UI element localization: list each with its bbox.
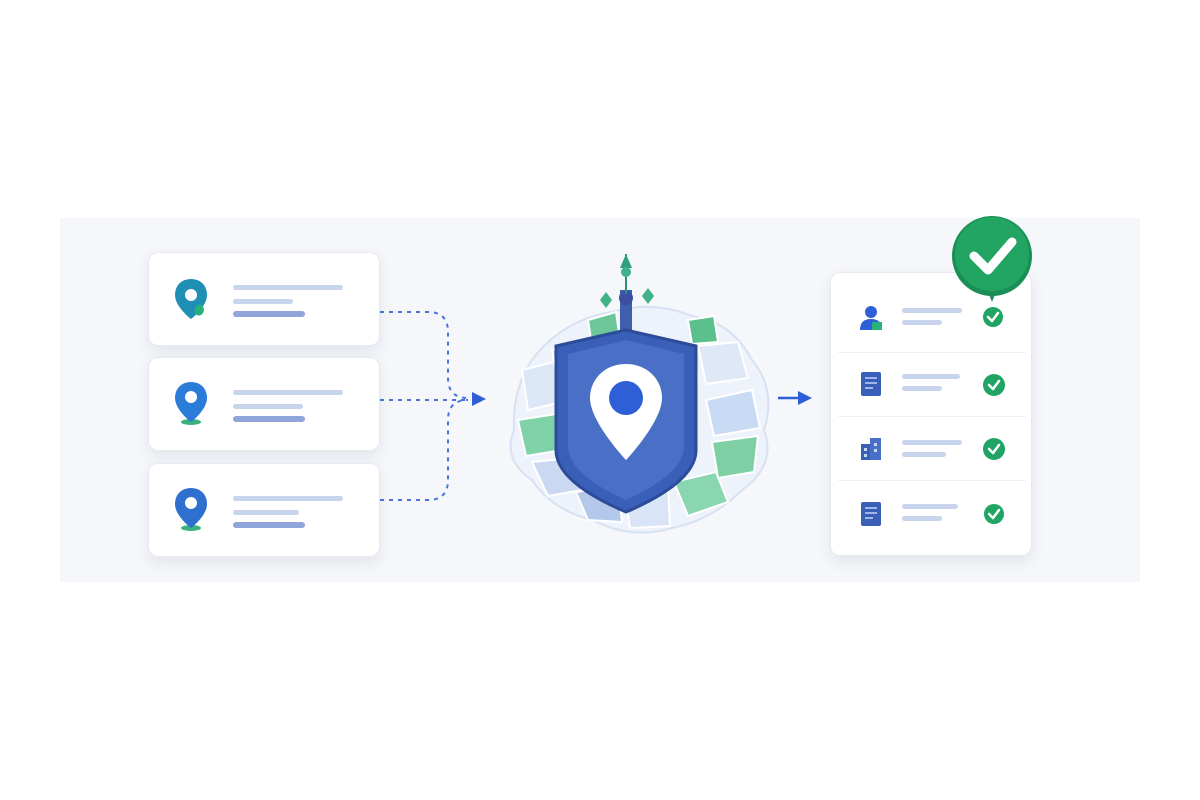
verified-check-badge-icon bbox=[952, 216, 1032, 302]
tower-icon bbox=[600, 254, 654, 340]
text-line-placeholder bbox=[902, 320, 942, 325]
row-divider bbox=[838, 480, 1026, 481]
check-icon bbox=[983, 307, 1003, 327]
text-line-placeholder bbox=[233, 496, 343, 501]
text-line-placeholder bbox=[233, 311, 305, 317]
document-icon bbox=[861, 372, 881, 396]
location-pin-icon bbox=[175, 488, 207, 531]
arrow-right-icon bbox=[798, 391, 812, 405]
text-line-placeholder bbox=[233, 416, 305, 422]
row-divider bbox=[838, 352, 1026, 353]
location-pin-icon bbox=[175, 382, 207, 425]
user-icon bbox=[860, 306, 882, 330]
text-line-placeholder bbox=[902, 516, 942, 521]
row-divider bbox=[838, 416, 1026, 417]
text-line-placeholder bbox=[902, 504, 958, 509]
text-line-placeholder bbox=[233, 390, 343, 395]
text-line-placeholder bbox=[902, 374, 960, 379]
input-card-2 bbox=[148, 357, 380, 451]
pin-dot bbox=[609, 381, 643, 415]
dashed-connector bbox=[380, 399, 469, 501]
shield-location-pin-icon bbox=[509, 254, 770, 534]
input-card-3 bbox=[148, 463, 380, 557]
text-line-placeholder bbox=[233, 285, 343, 290]
text-line-placeholder bbox=[902, 386, 942, 391]
text-line-placeholder bbox=[233, 510, 299, 515]
text-line-placeholder bbox=[902, 440, 962, 445]
building-icon bbox=[861, 438, 881, 460]
text-line-placeholder bbox=[902, 452, 946, 457]
text-line-placeholder bbox=[233, 522, 305, 528]
document-icon bbox=[861, 502, 881, 526]
text-line-placeholder bbox=[233, 404, 303, 409]
check-icon bbox=[983, 374, 1005, 396]
input-card-1 bbox=[148, 252, 380, 346]
check-icon bbox=[984, 504, 1004, 524]
text-line-placeholder bbox=[233, 299, 293, 304]
check-icon bbox=[983, 438, 1005, 460]
map-tiles bbox=[516, 310, 762, 530]
text-line-placeholder bbox=[902, 308, 962, 313]
location-pin-icon bbox=[175, 279, 207, 319]
arrow-right-icon bbox=[472, 392, 486, 406]
dashed-connector bbox=[380, 311, 469, 399]
